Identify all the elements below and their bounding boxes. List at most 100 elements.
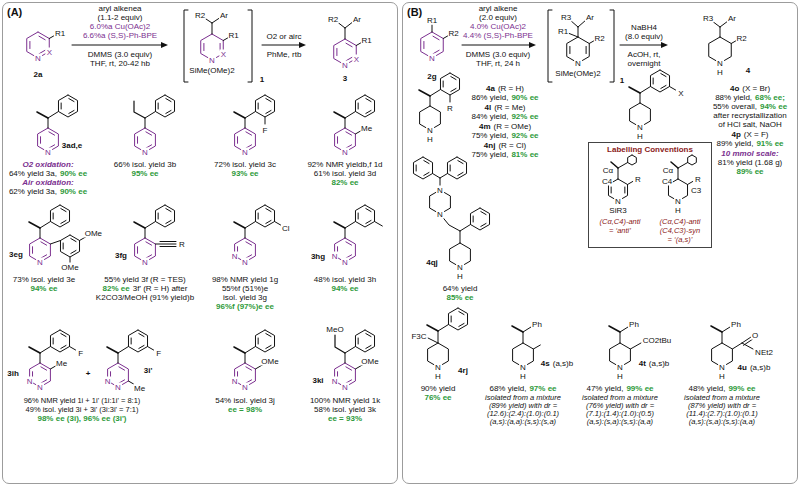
text-line: R1 xyxy=(54,28,66,37)
bond-line xyxy=(345,228,346,238)
double-bond xyxy=(458,161,463,164)
text-line: overnight xyxy=(628,59,661,68)
compound-number: 4t xyxy=(639,359,646,368)
bond-line xyxy=(568,33,578,37)
ee-value: 95% ee xyxy=(131,169,158,178)
atom-label: R2 xyxy=(194,11,206,20)
text-line: aryl alkene xyxy=(479,4,518,13)
ring-outline xyxy=(413,157,432,179)
text-line: F xyxy=(155,349,162,358)
text-line: N xyxy=(241,383,249,392)
text-line: R xyxy=(178,240,186,249)
ee-value: ee = 93% xyxy=(328,414,362,423)
text-line: (89% yield) with dr = xyxy=(489,401,557,410)
text-line: Cα xyxy=(662,166,674,175)
text-line: Ph xyxy=(628,320,640,329)
text-line: (11.4):(2.7):(1.0):(0.1) xyxy=(686,409,758,418)
text-line: DMMS (3.0 equiv) xyxy=(466,50,530,59)
text-line: 1 xyxy=(260,75,264,84)
text-line: (a,s):(s,a):(s,s):(a,a) xyxy=(587,417,653,426)
text-line: N xyxy=(34,54,42,63)
atom-label: N xyxy=(36,383,44,392)
double-bond xyxy=(611,187,612,193)
ring-outline xyxy=(128,330,147,352)
text-line: CO2tBu xyxy=(642,336,672,345)
atom-label: H xyxy=(716,68,724,77)
compound-number: 4m xyxy=(479,122,491,131)
text-line: Ph xyxy=(531,320,543,329)
text-line: 2g xyxy=(427,72,436,81)
text-line: ee = 98% xyxy=(228,405,262,414)
atom-label: N xyxy=(44,148,52,157)
dr-note: (87% yield) with dr = xyxy=(688,401,756,410)
text-line: 66% isol. yield 3b xyxy=(114,160,176,169)
double-bond xyxy=(450,165,451,171)
atom-label: R2 xyxy=(448,28,460,37)
text-line: (Cα,C4)-anti xyxy=(600,217,641,226)
text-line: 100% NMR yield 1k xyxy=(310,396,380,405)
bond-line xyxy=(40,222,50,229)
text-line: 96%f (97%)e ee xyxy=(216,302,274,311)
double-bond xyxy=(237,137,238,144)
text-line: R xyxy=(634,174,642,183)
double-bond xyxy=(423,41,424,48)
text-line: K2CO3/MeOH (91% yield)b xyxy=(96,293,194,302)
text-line: SiR3 xyxy=(608,206,627,215)
result-text: DMMS (3.0 equiv) xyxy=(466,50,530,59)
text-line: aryl alkenea xyxy=(98,4,141,13)
atom-label: N xyxy=(341,61,349,70)
atom-label: O xyxy=(751,331,759,340)
ring-outline xyxy=(255,205,274,227)
atom-label: C4 xyxy=(661,177,673,186)
text-line: 98% NMR yield 1g xyxy=(212,275,278,284)
text-line: 6.6%a (S,S)-Ph-BPE xyxy=(83,31,157,40)
ee-value: 90% ee xyxy=(60,187,87,196)
bond-line xyxy=(678,168,679,179)
double-bond xyxy=(139,334,144,337)
atom-label: H xyxy=(616,372,624,381)
text-line: X xyxy=(677,89,684,98)
result-text: 75% yield, xyxy=(471,131,508,140)
result-text: PhMe, rtb xyxy=(267,50,302,59)
result-text: O2 or airc xyxy=(266,32,301,41)
text-line: Ar xyxy=(727,14,737,23)
bond-line xyxy=(345,118,346,128)
text-line: (12.6):(2.4):(1.0):(0.1) xyxy=(487,409,559,418)
atom-label: N xyxy=(436,186,444,195)
double-bond xyxy=(416,165,417,171)
double-bond xyxy=(366,209,371,212)
double-bond xyxy=(266,334,271,337)
methyl-wedge xyxy=(234,222,245,228)
compound-number: 3i' xyxy=(144,366,153,375)
text-line: C4 xyxy=(661,177,673,186)
text-line: 55%f (51%)e xyxy=(222,284,268,293)
ee-value: 96%f (97%)e ee xyxy=(216,302,274,311)
bond-line xyxy=(40,347,50,354)
substituent-bond xyxy=(275,222,281,226)
result-text: 100% NMR yield 1k xyxy=(310,396,380,405)
compound-number: 3ih xyxy=(7,369,19,378)
compound-number: 1 xyxy=(260,75,264,84)
compound-number: 4l xyxy=(484,103,491,112)
double-bond xyxy=(458,172,463,175)
atom-label: N xyxy=(674,197,682,206)
text-line: Ph xyxy=(730,320,742,329)
ee-value: 97% ee xyxy=(529,384,556,393)
bond-line xyxy=(428,338,438,343)
text-line: N xyxy=(436,186,444,195)
text-line: N xyxy=(716,59,724,68)
atom-label: N xyxy=(456,263,464,272)
ee-value: 99% ee xyxy=(728,384,755,393)
atom-label: Ar xyxy=(219,11,229,20)
double-bond xyxy=(346,367,352,370)
bond-line xyxy=(245,347,255,354)
double-bond xyxy=(53,213,54,219)
double-bond xyxy=(569,46,570,53)
double-bond xyxy=(146,132,152,135)
text-line: 89% ee xyxy=(736,167,763,176)
substituent-bond xyxy=(255,365,263,370)
bond-line xyxy=(742,343,753,349)
atom-label: OMe xyxy=(360,356,379,365)
atom-label: R1 xyxy=(557,27,569,36)
result-text: aryl alkenea xyxy=(98,4,141,13)
